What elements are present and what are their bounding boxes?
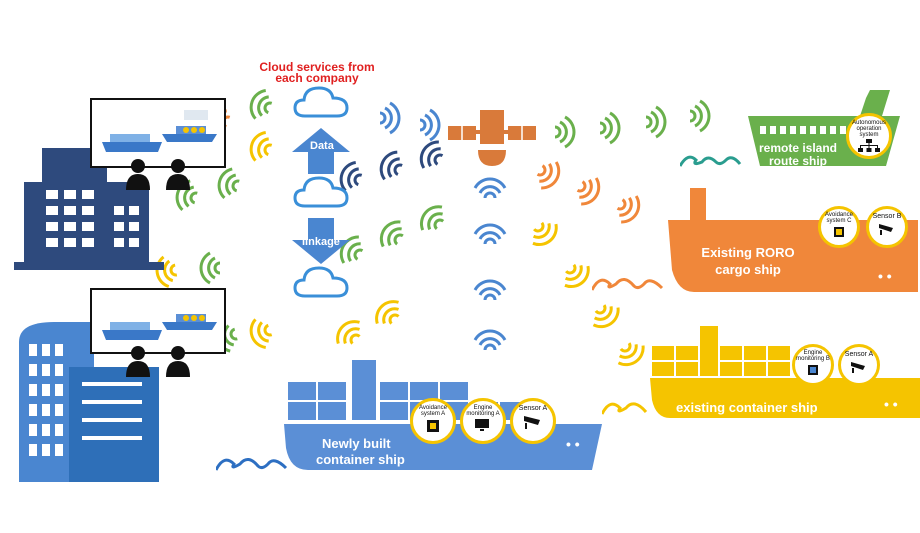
engine-monitoring-b-label: Engine monitoring B [796, 350, 830, 362]
signal-icon [245, 314, 277, 353]
signal-icon [245, 127, 277, 166]
camera-icon [524, 416, 540, 429]
network-icon [858, 139, 880, 152]
signal-icon [414, 136, 449, 175]
avoidance-system-c-badge: Avoidance system C [818, 206, 860, 248]
porthole-dots: • • [878, 268, 892, 284]
avoidance-system-c-label: Avoidance system C [825, 212, 853, 224]
remote-island-ship-label: remote island route ship [752, 142, 844, 168]
existing-container-ship [650, 326, 920, 420]
cloud-icon [293, 262, 349, 300]
signal-icon [374, 215, 411, 254]
signal-icon [525, 214, 564, 252]
cloud-services-title: Cloud services from each company [252, 60, 382, 85]
signal-icon [378, 101, 401, 135]
signal-icon [245, 85, 277, 124]
signal-icon [414, 199, 452, 238]
signal-icon [418, 108, 441, 142]
ship-icon [92, 100, 224, 166]
wave-icon [680, 150, 746, 168]
signal-icon [611, 189, 646, 228]
sensor-b-badge: Sensor B [866, 206, 908, 248]
remote-island-line2: route ship [768, 154, 827, 168]
avoidance-system-a-label: Avoidance system A [419, 405, 447, 417]
person-icon [164, 345, 192, 377]
signal-icon [214, 165, 244, 202]
cloud-icon [293, 82, 349, 120]
signal-icon [330, 314, 369, 353]
monitor-bottom [90, 288, 226, 354]
signal-icon [199, 251, 222, 285]
signal-icon [473, 329, 507, 352]
engine-monitoring-b-badge: Engine monitoring B [792, 344, 834, 386]
signal-icon [611, 335, 650, 372]
sensor-b-label: Sensor B [872, 213, 902, 220]
chip-icon [834, 227, 844, 237]
roro-line2: cargo ship [715, 262, 781, 277]
autonomous-operation-badge: Autonomous operation system [846, 113, 892, 159]
signal-icon [553, 115, 576, 149]
signal-icon [374, 146, 408, 186]
signal-icon [473, 279, 507, 302]
person-icon [124, 158, 152, 190]
camera-icon [879, 224, 893, 235]
camera-icon [851, 362, 865, 373]
avoidance-system-a-badge: Avoidance system A [410, 398, 456, 444]
monitor-top [90, 98, 226, 168]
sensor-a-badge: Sensor A [838, 344, 880, 386]
new-container-ship-label: Newly built container ship [316, 436, 405, 468]
linkage-label: linkage [302, 236, 340, 248]
signal-icon [473, 177, 507, 200]
sensor-a-label: Sensor A [844, 351, 874, 358]
data-linkage-arrow [288, 128, 354, 264]
signal-icon [557, 256, 596, 294]
monitor-icon [475, 419, 489, 431]
signal-icon [644, 105, 667, 139]
engine-monitoring-a-label: Engine monitoring A [466, 405, 500, 417]
signal-icon [598, 111, 621, 145]
signal-icon [571, 171, 606, 210]
engine-monitoring-a-badge: Engine monitoring A [460, 398, 506, 444]
new-container-line2: container ship [316, 452, 405, 467]
wave-icon [592, 272, 666, 292]
roro-ship-label: Existing RORO cargo ship [696, 244, 800, 278]
cloud-title-line1: Cloud services from [259, 60, 375, 74]
satellite-icon [446, 106, 538, 170]
cloud-title-line2: each company [275, 71, 359, 85]
ship-icon [102, 314, 217, 340]
wave-icon [602, 396, 648, 416]
autonomous-operation-label: Autonomous operation system [852, 120, 886, 138]
signal-icon [688, 99, 711, 133]
signal-icon [473, 223, 507, 246]
roro-line1: Existing RORO [701, 245, 795, 260]
porthole-dots: • • [884, 396, 898, 412]
remote-island-line1: remote island [758, 141, 838, 155]
person-icon [124, 345, 152, 377]
sensor-a-new-badge: Sensor A [510, 398, 556, 444]
new-container-line1: Newly built [322, 436, 391, 451]
person-icon [164, 158, 192, 190]
sensor-a-new-label: Sensor A [518, 405, 548, 412]
porthole-dots: • • [566, 436, 580, 452]
signal-icon [369, 294, 408, 333]
chip-icon [808, 365, 818, 375]
existing-container-ship-label: existing container ship [676, 400, 818, 415]
office-building-icon [14, 322, 164, 482]
chip-icon [427, 420, 439, 432]
cloud-icon [293, 172, 349, 210]
wave-icon [216, 452, 290, 472]
data-label: Data [310, 140, 334, 152]
signal-icon [586, 297, 625, 334]
